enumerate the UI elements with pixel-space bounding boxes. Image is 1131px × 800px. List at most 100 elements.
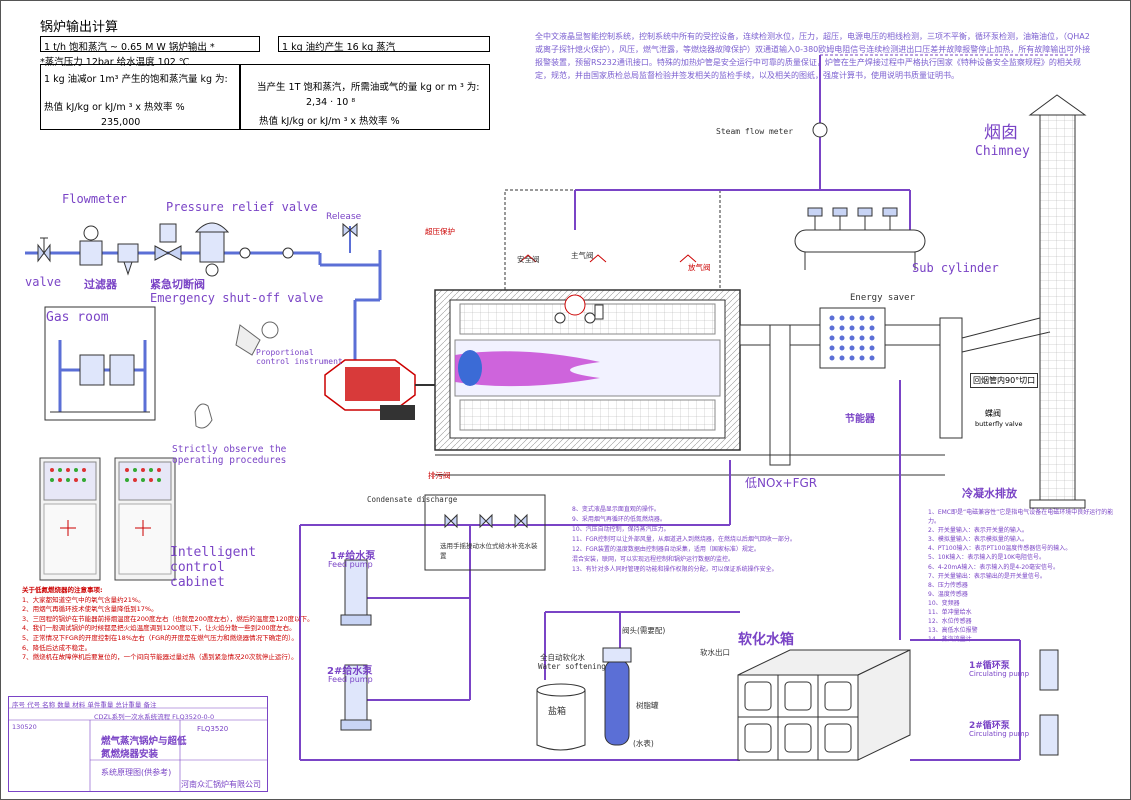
note-line: 10、变频器 [928,599,960,607]
note-line: 10、汽压自动控制，保持蒸汽压力。 [572,526,670,533]
pressure-relief-valve-icon [194,222,230,277]
feedwater-valves-box [424,494,546,571]
overpressure-label: 超压保护 [425,227,455,236]
calc-left-box: 1 kg 油减or 1m³ 产生的饱和蒸汽量 kg 为: 热值 kJ/kg or… [40,64,240,130]
saver-cn-label: 节能器 [845,414,875,425]
chimney-en-label: Chimney [975,144,1030,159]
sub-cylinder [794,207,926,270]
softener-tank-label: 软化水箱 [738,632,794,648]
release-label: Release [326,212,362,222]
drawing-model: FLQ3520 [197,725,229,733]
feed-pump2-en-label: Feed pump [328,675,373,684]
calc-right-box: 当产生 1T 饱和蒸汽，所需油或气的量 kg or m ³ 为: 2,34 · … [240,64,490,130]
control-cabinet-1 [39,457,101,581]
chimney [1028,94,1087,509]
control-system-notes: 全中文液晶显智能控制系统，控制系统中所有的受控设备，连续检测水位，压力，超压，电… [535,32,1091,80]
filter-icon [117,243,139,276]
note-line: 2、用烟气再循环技术使氧气含量降低到17%。 [22,605,158,614]
note-line: 9、采用烟气再循环的低氮燃烧器。 [572,516,666,523]
valve-label: valve [25,275,62,289]
note-line: 4、PT100输入：表示PT100温度传感器信号的输入。 [928,545,1072,553]
feed-pump2-cn-label: 2#给水泵 [327,666,373,677]
proportional-label: Proportional control instrument [256,348,343,366]
legend-notes: 1、EMC即是“电磁兼容性”它是指电气设备在电磁环境中良好运行的能力。 2、开关… [928,508,1118,644]
energy-saver-label: Energy saver [850,293,916,303]
salt-box [536,683,586,751]
low-nox-notes-title: 关于低氮燃烧器的注意事项: [22,586,103,594]
emergency-en-label: Emergency shut-off valve [150,291,324,305]
flowmeter-label: Flowmeter [62,192,128,206]
title-block: 序号 代号 名称 数量 材料 单件重量 总计重量 备注 CDZL系列一次水系统流… [8,696,268,792]
note-line: 8、压力传感器 [928,581,968,589]
low-nox-notes: 关于低氮燃烧器的注意事项: 1、大家都知道空气中的氧气含量约21%。 2、用烟气… [22,586,332,663]
note-line: 7、开关量输出：表示输出的是开关量信号。 [928,572,1046,580]
chimney-cn-label: 烟囱 [984,123,1018,143]
feature-notes: 8、变式液晶显示面直观的操作。 9、采用烟气再循环的低氮燃烧器。 10、汽压自动… [572,505,862,575]
note-line: 6、4-20mA输入：表示输入的是4-20毫安信号。 [928,563,1060,571]
note-line: 1、EMC即是“电磁兼容性”它是指电气设备在电磁环境中良好运行的能力。 [928,509,1114,526]
flue-gas-path [435,307,1051,476]
calc-row1-left: 1 t/h 饱和蒸汽 ~ 0.65 M W 锅炉输出 * [40,36,260,53]
feedwater-note-label: 选用手摇操动水位式给水补充水装置 [440,542,538,560]
butterfly-cn-label: 蝶阀 [985,409,1001,418]
note-line: 4、我们一般调试锅炉的时候都是把火焰温度调到1200度以下，让火焰分散一些到20… [22,624,296,633]
company-name: 河南众汇锅炉有限公司 [181,780,261,789]
note-line: 13、高低水位报警 [928,627,978,635]
circ-pump2-cn-label: 2#循环泵 [969,721,1010,731]
feed-pump-1 [340,559,372,626]
note-line: 11、单冲量给水 [928,609,972,617]
flowmeter-icon [79,225,103,266]
intelligent-cabinet-label: Intelligent control cabinet [170,545,257,590]
low-nox-label: 低NOx+FGR [745,476,818,490]
circulating-pump-2 [1039,714,1059,756]
gas-room-label: Gas room [46,310,109,325]
emergency-shutoff-valve-icon [154,223,182,261]
note-line: 12、水位传感器 [928,618,972,626]
note-line: 5、正常情况下FGR的开度控制在18%左右（FGR的开度是在燃气压力和燃烧器情况… [22,633,298,642]
burner [324,359,435,420]
title-block-lines [8,707,268,792]
control-cabinet-2 [114,457,176,581]
resin-tank-label: 树脂罐 [636,701,659,710]
calc-row2: *蒸汽压力 12bar 给水温度 102 ℃ [40,57,190,68]
water-softening-cn-label: 全自动软化水 [540,653,585,662]
observe-label: Strictly observe the operating procedure… [172,444,287,466]
drawing-date: 130520 [12,723,37,731]
circulating-pump-1 [1039,649,1059,691]
sewage-valve-label: 排污阀 [428,471,451,480]
emergency-cn-label: 紧急切断阀 [150,278,205,291]
safety-valve-label: 安全阀 [517,255,540,264]
feed-pump1-cn-label: 1#给水泵 [330,551,376,562]
softener-out-label: 软水出口 [700,648,730,657]
note-line: 13、有针对多人同时管理的功能和操作权限的分配，可以保证系统操作安全。 [572,566,778,573]
butterfly-en-label: butterfly valve [975,420,1023,428]
boiler [434,189,741,451]
softened-water-tank [737,649,911,761]
condensate-en-label: Condensate discharge [367,495,458,504]
sub-cylinder-label: Sub cylinder [912,261,999,275]
note-line: 1、大家都知道空气中的氧气含量约21%。 [22,595,145,604]
gas-room [44,306,156,421]
note-line: 2、开关量输入：表示开关量的输入。 [928,527,1028,535]
steam-line [519,54,1075,263]
drawing-number: CDZL系列一次水系统流程 FLQ3520-0-0 [94,713,215,721]
feed-pump-2 [340,664,372,731]
note-line: 8、变式液晶显示面直观的操作。 [572,506,660,513]
note-line: 3、模拟量输入：表示模拟量的输入。 [928,536,1028,544]
drawing-title-2: 氮燃烧器安装 [101,749,159,760]
hand-icon [194,403,213,429]
resin-tank [602,647,632,746]
valve-head-label: 阀头(需要配) [622,626,666,635]
steam-flow-meter-label: Steam flow meter [716,127,794,136]
note-line: 14、蒸汽流量计 [928,636,972,644]
circ-pump2-en-label: Circulating pump [969,730,1030,738]
circ-pump1-cn-label: 1#循环泵 [969,661,1010,671]
main-valve-label: 主气阀 [571,251,594,260]
release-valve-icon [239,222,358,259]
note-line: 12、FGR装置的温度数据由控制器自动采集，适用（国家标准）规定。 [572,546,760,553]
drawing-subtitle: 系统原理图(供参考) [101,768,172,777]
salt-box-label: 盐箱 [548,707,567,717]
note-line: 9、温度传感器 [928,590,968,598]
condensate-cn-label: 冷凝水排放 [962,487,1017,500]
drawing-title-1: 燃气蒸汽锅炉与超低 [101,736,187,747]
